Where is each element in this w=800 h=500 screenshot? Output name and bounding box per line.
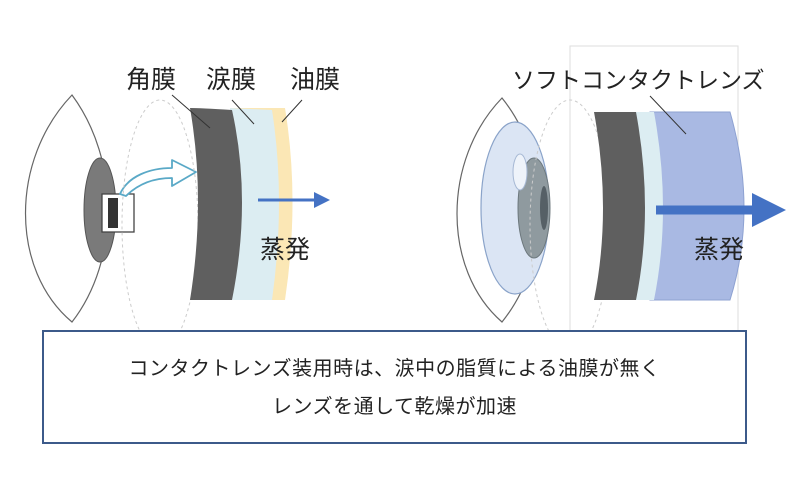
label-evaporation-right: 蒸発: [694, 235, 744, 264]
label-cornea: 角膜: [126, 65, 176, 94]
evaporation-arrowhead-left: [314, 192, 330, 208]
caption-line-1: コンタクトレンズ装用時は、涙中の脂質による油膜が無く: [128, 356, 661, 380]
evaporation-arrowhead-right: [752, 193, 786, 227]
left-eye-diagram: [25, 94, 197, 323]
zoom-box-layers: [108, 198, 118, 228]
cornea-layer-right: [594, 112, 645, 300]
pupil-right: [540, 186, 548, 230]
zoom-arrow: [119, 159, 197, 197]
oil-pointer: [281, 99, 303, 123]
right-cross-section: ソフトコンタクトレンズ 蒸発: [512, 45, 786, 351]
label-oil-film: 油膜: [290, 65, 340, 94]
right-eye-diagram: [456, 97, 551, 323]
cornea-pointer: [171, 94, 211, 129]
tear-layer: [230, 108, 279, 300]
lens-highlight: [512, 153, 528, 191]
lens-pointer: [649, 95, 687, 135]
label-tear-film: 涙膜: [206, 65, 256, 94]
left-cross-section: 角膜 涙膜 油膜 蒸発: [121, 65, 340, 351]
caption-box: コンタクトレンズ装用時は、涙中の脂質による油膜が無く レンズを通して乾燥が加速: [42, 330, 747, 444]
caption-line-2: レンズを通して乾燥が加速: [272, 394, 517, 418]
label-soft-contact-lens: ソフトコンタクトレンズ: [512, 68, 765, 94]
cornea-layer: [190, 108, 242, 300]
tear-pointer: [231, 99, 255, 125]
label-evaporation-left: 蒸発: [260, 235, 310, 264]
